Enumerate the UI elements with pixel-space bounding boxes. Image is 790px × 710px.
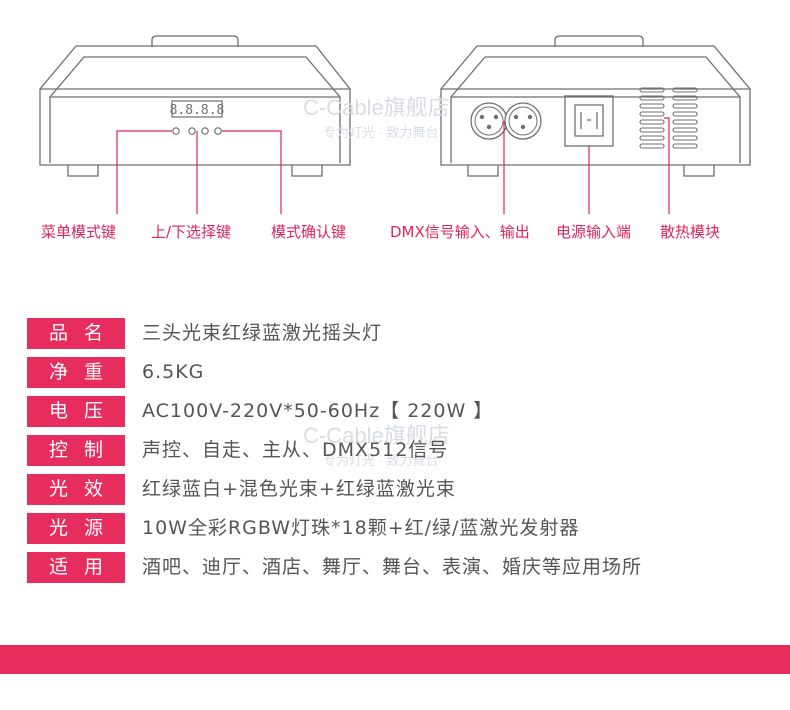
- watermark-slogan: 专为灯光 · 致力舞台: [323, 453, 439, 468]
- callout-lines-front: [116, 130, 282, 214]
- spec-row-control: 控制 声控、自走、主从、DMX512信号: [27, 435, 767, 466]
- callout-dmx: DMX信号输入、输出: [390, 223, 530, 241]
- confirm-button[interactable]: [214, 127, 222, 135]
- spec-row-name: 品名 三头光束红绿蓝激光摇头灯: [27, 318, 767, 349]
- cooling-vents: [639, 87, 698, 149]
- callout-lines-back: [503, 117, 670, 214]
- spec-key: 光效: [27, 474, 125, 505]
- spec-value: 6.5KG: [142, 361, 205, 383]
- spec-row-weight: 净重 6.5KG: [27, 357, 767, 388]
- spec-key: 电压: [27, 396, 125, 427]
- spec-value: AC100V-220V*50-60Hz【 220W 】: [142, 400, 494, 422]
- led-display: 8.8.8.8: [170, 100, 225, 118]
- back-panel-device: [440, 35, 751, 177]
- callout-confirm-key: 模式确认键: [271, 223, 347, 241]
- power-inlet: [564, 95, 614, 147]
- spec-value: 酒吧、迪厅、酒店、舞厅、舞台、表演、婚庆等应用场所: [142, 556, 643, 578]
- spec-value: 10W全彩RGBW灯珠*18颗+红/绿/蓝激光发射器: [142, 517, 580, 539]
- device-diagram: 8.8.8.8: [39, 35, 751, 214]
- watermark-middle: C-Cable旗舰店 专为灯光 · 致力舞台: [303, 418, 450, 469]
- spec-key: 品名: [27, 318, 125, 349]
- dmx-output-connector: [504, 102, 542, 140]
- callout-updown-key: 上/下选择键: [151, 223, 232, 241]
- watermark-brand: C-Cable旗舰店: [303, 423, 450, 448]
- callout-power: 电源输入端: [556, 223, 632, 241]
- spec-row-light-source: 光源 10W全彩RGBW灯珠*18颗+红/绿/蓝激光发射器: [27, 513, 767, 544]
- spec-table: 品名 三头光束红绿蓝激光摇头灯 净重 6.5KG 电压 AC100V-220V*…: [27, 318, 767, 591]
- spec-row-voltage: 电压 AC100V-220V*50-60Hz【 220W 】: [27, 396, 767, 427]
- callout-menu-key: 菜单模式键: [41, 223, 117, 241]
- updown-button-down[interactable]: [201, 127, 209, 135]
- spec-key: 光源: [27, 513, 125, 544]
- spec-value: 红绿蓝白+混色光束+红绿蓝激光束: [142, 478, 456, 500]
- dmx-input-connector: [470, 102, 508, 140]
- spec-key: 净重: [27, 357, 125, 388]
- watermark-brand: C-Cable旗舰店: [303, 95, 450, 120]
- spec-value: 三头光束红绿蓝激光摇头灯: [142, 322, 383, 344]
- bottom-accent-bar: [0, 645, 790, 674]
- spec-row-effect: 光效 红绿蓝白+混色光束+红绿蓝激光束: [27, 474, 767, 505]
- watermark-slogan: 专为灯光 · 致力舞台: [323, 125, 439, 140]
- spec-key: 控制: [27, 435, 125, 466]
- menu-button[interactable]: [172, 127, 180, 135]
- updown-button-up[interactable]: [188, 127, 196, 135]
- spec-row-usage: 适用 酒吧、迪厅、酒店、舞厅、舞台、表演、婚庆等应用场所: [27, 552, 767, 583]
- callout-cooling: 散热模块: [660, 223, 721, 241]
- spec-key: 适用: [27, 552, 125, 583]
- watermark-top: C-Cable旗舰店 专为灯光 · 致力舞台: [303, 90, 450, 141]
- front-panel-device: [39, 35, 351, 177]
- spec-value: 声控、自走、主从、DMX512信号: [142, 439, 449, 461]
- led-display-digits: 8.8.8.8: [170, 103, 225, 118]
